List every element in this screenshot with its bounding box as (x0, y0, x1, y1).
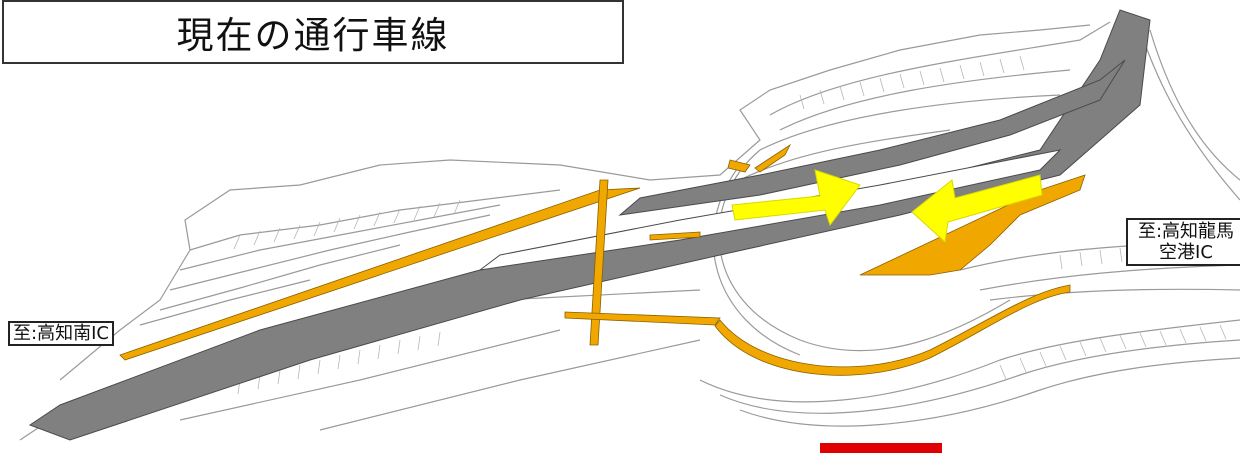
destination-label-west: 至:高知南IC (8, 321, 114, 346)
slope-hatching (233, 55, 1227, 395)
direction-arrows (731, 169, 1043, 243)
scale-bar (820, 443, 942, 453)
destination-label-east-line1: 至:高知龍馬 (1137, 221, 1235, 242)
map-title: 現在の通行車線 (2, 0, 624, 64)
shoulders (119, 143, 1086, 376)
arrow-east-icon (731, 169, 861, 227)
destination-label-east-line2: 空港IC (1159, 242, 1213, 263)
destination-label-east: 至:高知龍馬 空港IC (1126, 218, 1240, 266)
arrow-west-icon (911, 174, 1043, 243)
cut-slope-outlines (19, 14, 1240, 441)
